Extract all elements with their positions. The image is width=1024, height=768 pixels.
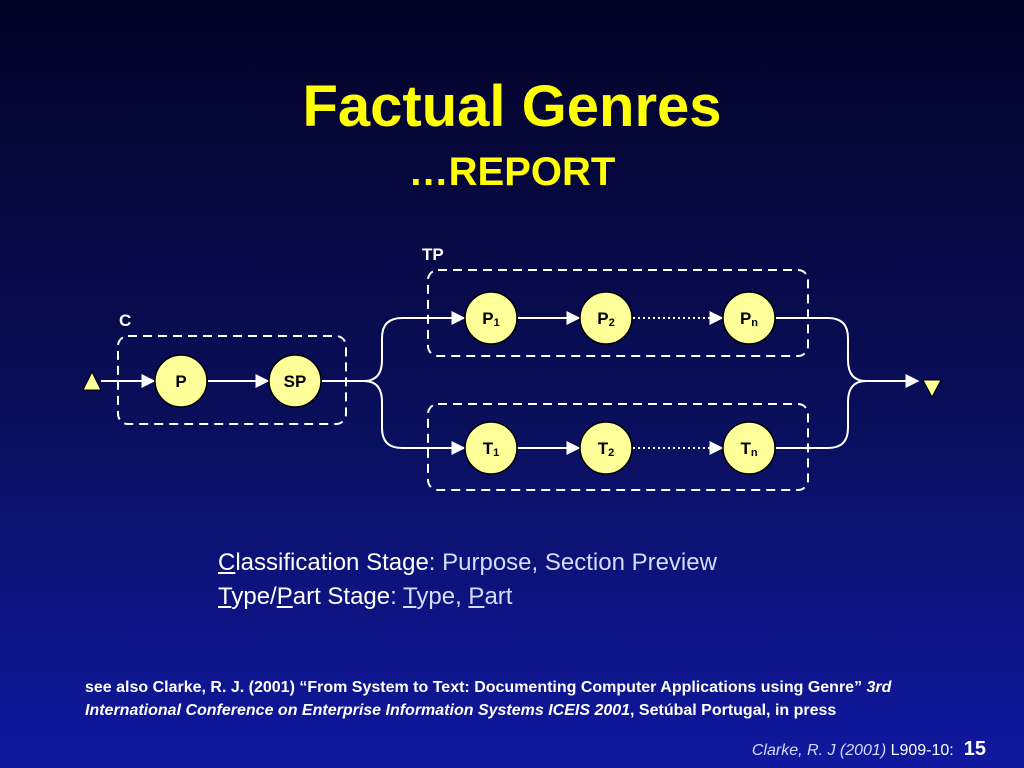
- node-p1-subscript: 1: [494, 317, 500, 329]
- node-p1: P1: [464, 291, 518, 345]
- purpose-group-box: [427, 269, 809, 357]
- slide-title: Factual Genres: [302, 74, 722, 139]
- node-pn: Pn: [722, 291, 776, 345]
- node-p2-label: P: [597, 309, 608, 328]
- svg-text:P1: P1: [482, 309, 499, 329]
- legend-t-initial: T: [218, 583, 232, 610]
- node-sp: SP: [268, 354, 322, 408]
- legend-classification-colon: :: [428, 549, 436, 576]
- footer-citation: Clarke, R. J (2001): [751, 742, 887, 759]
- legend-type-text: ype/: [231, 583, 277, 610]
- legend-p-initial: P: [276, 583, 293, 610]
- legend-value-t-initial: T: [403, 583, 417, 610]
- stage-legend: Classification Stage: Purpose, Section P…: [218, 546, 717, 614]
- svg-text:T2: T2: [598, 439, 615, 459]
- node-sp-label: SP: [284, 372, 307, 391]
- node-pn-subscript: n: [751, 317, 758, 329]
- node-tn-subscript: n: [751, 447, 758, 459]
- branch-split-connector: [322, 317, 462, 449]
- reference-text-2: , Setúbal Portugal, in press: [630, 702, 837, 719]
- node-pn-label: P: [740, 309, 751, 328]
- end-triangle-icon: [922, 379, 942, 399]
- node-p: P: [154, 354, 208, 408]
- legend-classification-line: Classification Stage: Purpose, Section P…: [218, 546, 717, 580]
- branch-merge-connector: [776, 317, 918, 449]
- node-p2-subscript: 2: [609, 317, 615, 329]
- footer-code: L909-10:: [886, 742, 954, 759]
- legend-value-part: art: [484, 583, 513, 610]
- node-t1-label: T: [483, 439, 494, 458]
- svg-text:Tn: Tn: [740, 439, 757, 459]
- svg-text:T1: T1: [483, 439, 500, 459]
- node-t2-label: T: [598, 439, 609, 458]
- start-triangle-icon: [82, 370, 102, 391]
- legend-classification-stage: lassification Stage: [235, 549, 429, 576]
- legend-value-type: ype,: [416, 583, 469, 610]
- classification-group-label: C: [119, 311, 131, 330]
- reference-note: see also Clarke, R. J. (2001) “From Syst…: [85, 676, 945, 722]
- node-p2: P2: [579, 291, 633, 345]
- legend-classification-value: Purpose, Section Preview: [435, 549, 717, 576]
- slide-subtitle: …REPORT: [408, 150, 616, 194]
- reference-conference: 3rd International Conference on Enterpri…: [85, 679, 892, 719]
- node-p-label: P: [175, 372, 186, 391]
- slide-footer: Clarke, R. J (2001) L909-10: 15: [752, 737, 986, 763]
- node-t2: T2: [579, 421, 633, 475]
- node-t1: T1: [464, 421, 518, 475]
- purpose-group-label: TP: [422, 245, 444, 264]
- reference-text-1: see also Clarke, R. J. (2001) “From Syst…: [85, 679, 867, 696]
- page-number: 15: [963, 738, 986, 760]
- svg-text:Pn: Pn: [740, 309, 758, 329]
- legend-typepart-colon: :: [390, 583, 397, 610]
- legend-typepart-line: Type/Part Stage: Type, Part: [218, 580, 717, 614]
- legend-c-initial: C: [218, 549, 236, 576]
- svg-text:P2: P2: [597, 309, 614, 329]
- node-t1-subscript: 1: [493, 447, 499, 459]
- legend-part-stage: art Stage: [292, 583, 391, 610]
- node-p1-label: P: [482, 309, 493, 328]
- node-tn: Tn: [722, 421, 776, 475]
- node-t2-subscript: 2: [608, 447, 614, 459]
- node-tn-label: T: [740, 439, 751, 458]
- legend-value-p-initial: P: [468, 583, 485, 610]
